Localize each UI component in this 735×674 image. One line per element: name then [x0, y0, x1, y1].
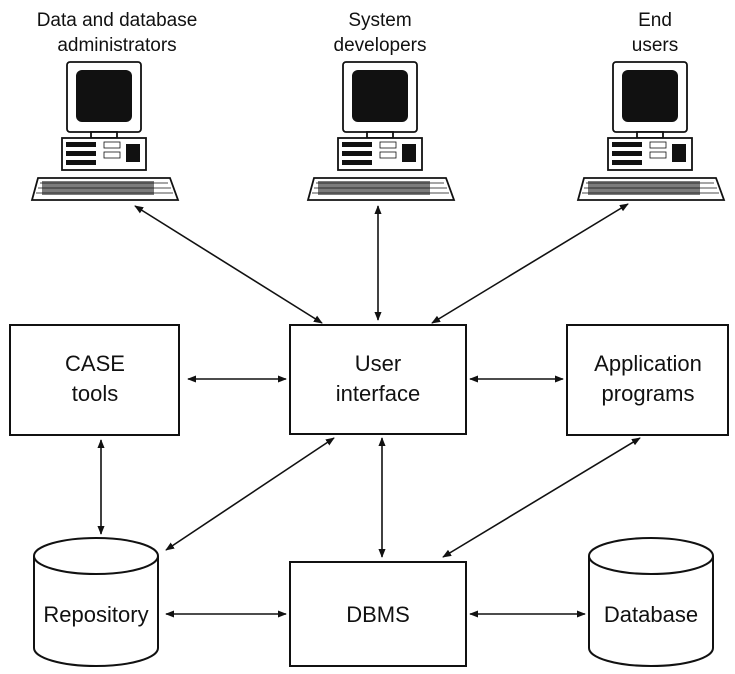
case-tools-label-line-2: tools — [72, 381, 118, 406]
computer-workstation-icon — [31, 61, 179, 201]
actor-end-users-label-line-2: users — [632, 35, 678, 56]
dbms-box — [289, 561, 467, 667]
repository-cylinder — [33, 537, 159, 667]
actor-end-users-label: End users — [632, 10, 678, 56]
application-programs-label-line-2: programs — [602, 381, 695, 406]
application-programs-label-line-1: Application — [594, 351, 702, 376]
actor-developers-label-line-2: developers — [334, 35, 427, 56]
actor-end-users-label-line-1: End — [638, 10, 672, 31]
computer-workstation-icon — [577, 61, 725, 201]
actor-developers-label: System developers — [334, 10, 427, 56]
arrow-application-programs-dbms — [442, 437, 641, 558]
user-interface-label-line-2: interface — [336, 381, 420, 406]
application-programs-box — [566, 324, 729, 436]
case-tools-label-line-1: CASE — [65, 351, 125, 376]
user-interface-label-line-1: User — [355, 351, 401, 376]
actor-developers-label-line-1: System — [348, 10, 411, 31]
arrow-user-interface-repository — [165, 437, 335, 551]
user-interface-box — [289, 324, 467, 435]
actor-admins-label-line-2: administrators — [57, 35, 176, 56]
case-tools-box — [9, 324, 180, 436]
repository-label: Repository — [43, 602, 148, 627]
actor-admins-label: Data and database administrators — [37, 10, 198, 56]
dbms-label: DBMS — [346, 602, 410, 627]
database-label: Database — [604, 602, 698, 627]
actor-admins-label-line-1: Data and database — [37, 10, 198, 31]
arrow-end-users-user-interface — [431, 203, 629, 324]
computer-workstation-icon — [307, 61, 455, 201]
arrow-admins-user-interface — [134, 205, 323, 324]
